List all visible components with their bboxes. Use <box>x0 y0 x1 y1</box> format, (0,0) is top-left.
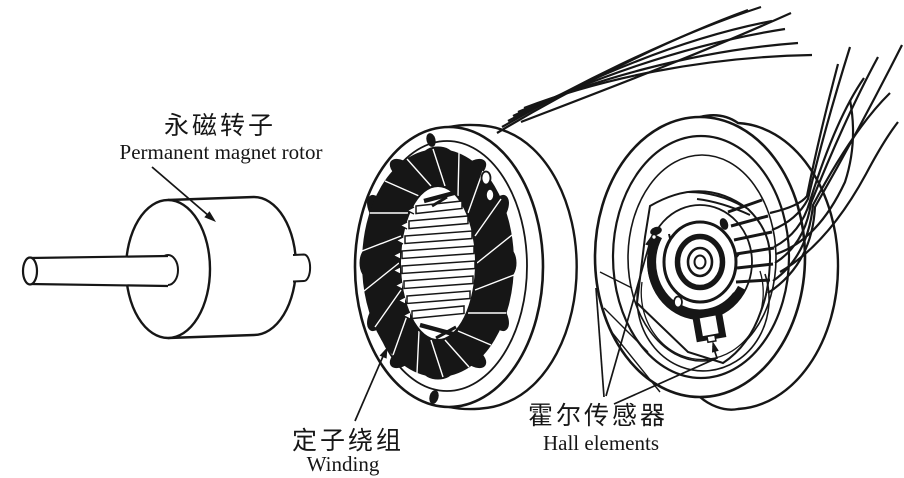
winding-label-en: Winding <box>307 452 380 476</box>
pcb-terminal-comb <box>727 198 775 284</box>
stator-wire-eyelets <box>480 170 495 202</box>
pcb-mount-hole <box>673 295 683 309</box>
hall-leader-lines <box>595 235 719 405</box>
winding-label-zh: 定子绕组 <box>292 427 404 455</box>
stator-lead-wires <box>496 5 813 134</box>
rotor-label-zh: 永磁转子 <box>164 112 276 140</box>
endbell-cavity-mold-lines <box>599 271 661 393</box>
winding-leader-arrow <box>354 347 388 422</box>
stator-lamination-slots <box>391 190 476 340</box>
rotor-label-en: Permanent magnet rotor <box>120 140 323 164</box>
pcb-jumper-wires <box>687 191 751 216</box>
hall-label-en: Hall elements <box>543 431 659 455</box>
stator-group <box>353 123 578 422</box>
labels-layer: 永磁转子 Permanent magnet rotor 定子绕组 Winding… <box>120 112 668 476</box>
rotor-group <box>21 166 312 340</box>
rotor-shaft-end-cap <box>21 256 39 286</box>
pcb-dot <box>719 218 729 230</box>
rotor-shaft-stub <box>292 253 312 283</box>
pcb-outer-arc <box>636 273 770 372</box>
pcb-outer-arc-2 <box>640 270 764 361</box>
winding-coil-hatching <box>361 148 515 378</box>
bearing-hub-rings <box>662 220 738 304</box>
rotor-shaft <box>21 254 169 288</box>
hall-element-bracket <box>691 307 727 344</box>
winding-dark-ring <box>362 149 514 377</box>
hall-sensor-wires <box>767 44 903 294</box>
rotor-leader-arrow <box>151 166 216 222</box>
slot-teeth <box>391 206 415 320</box>
endbell-group <box>593 114 840 411</box>
hall-label-zh: 霍尔传感器 <box>528 402 668 430</box>
